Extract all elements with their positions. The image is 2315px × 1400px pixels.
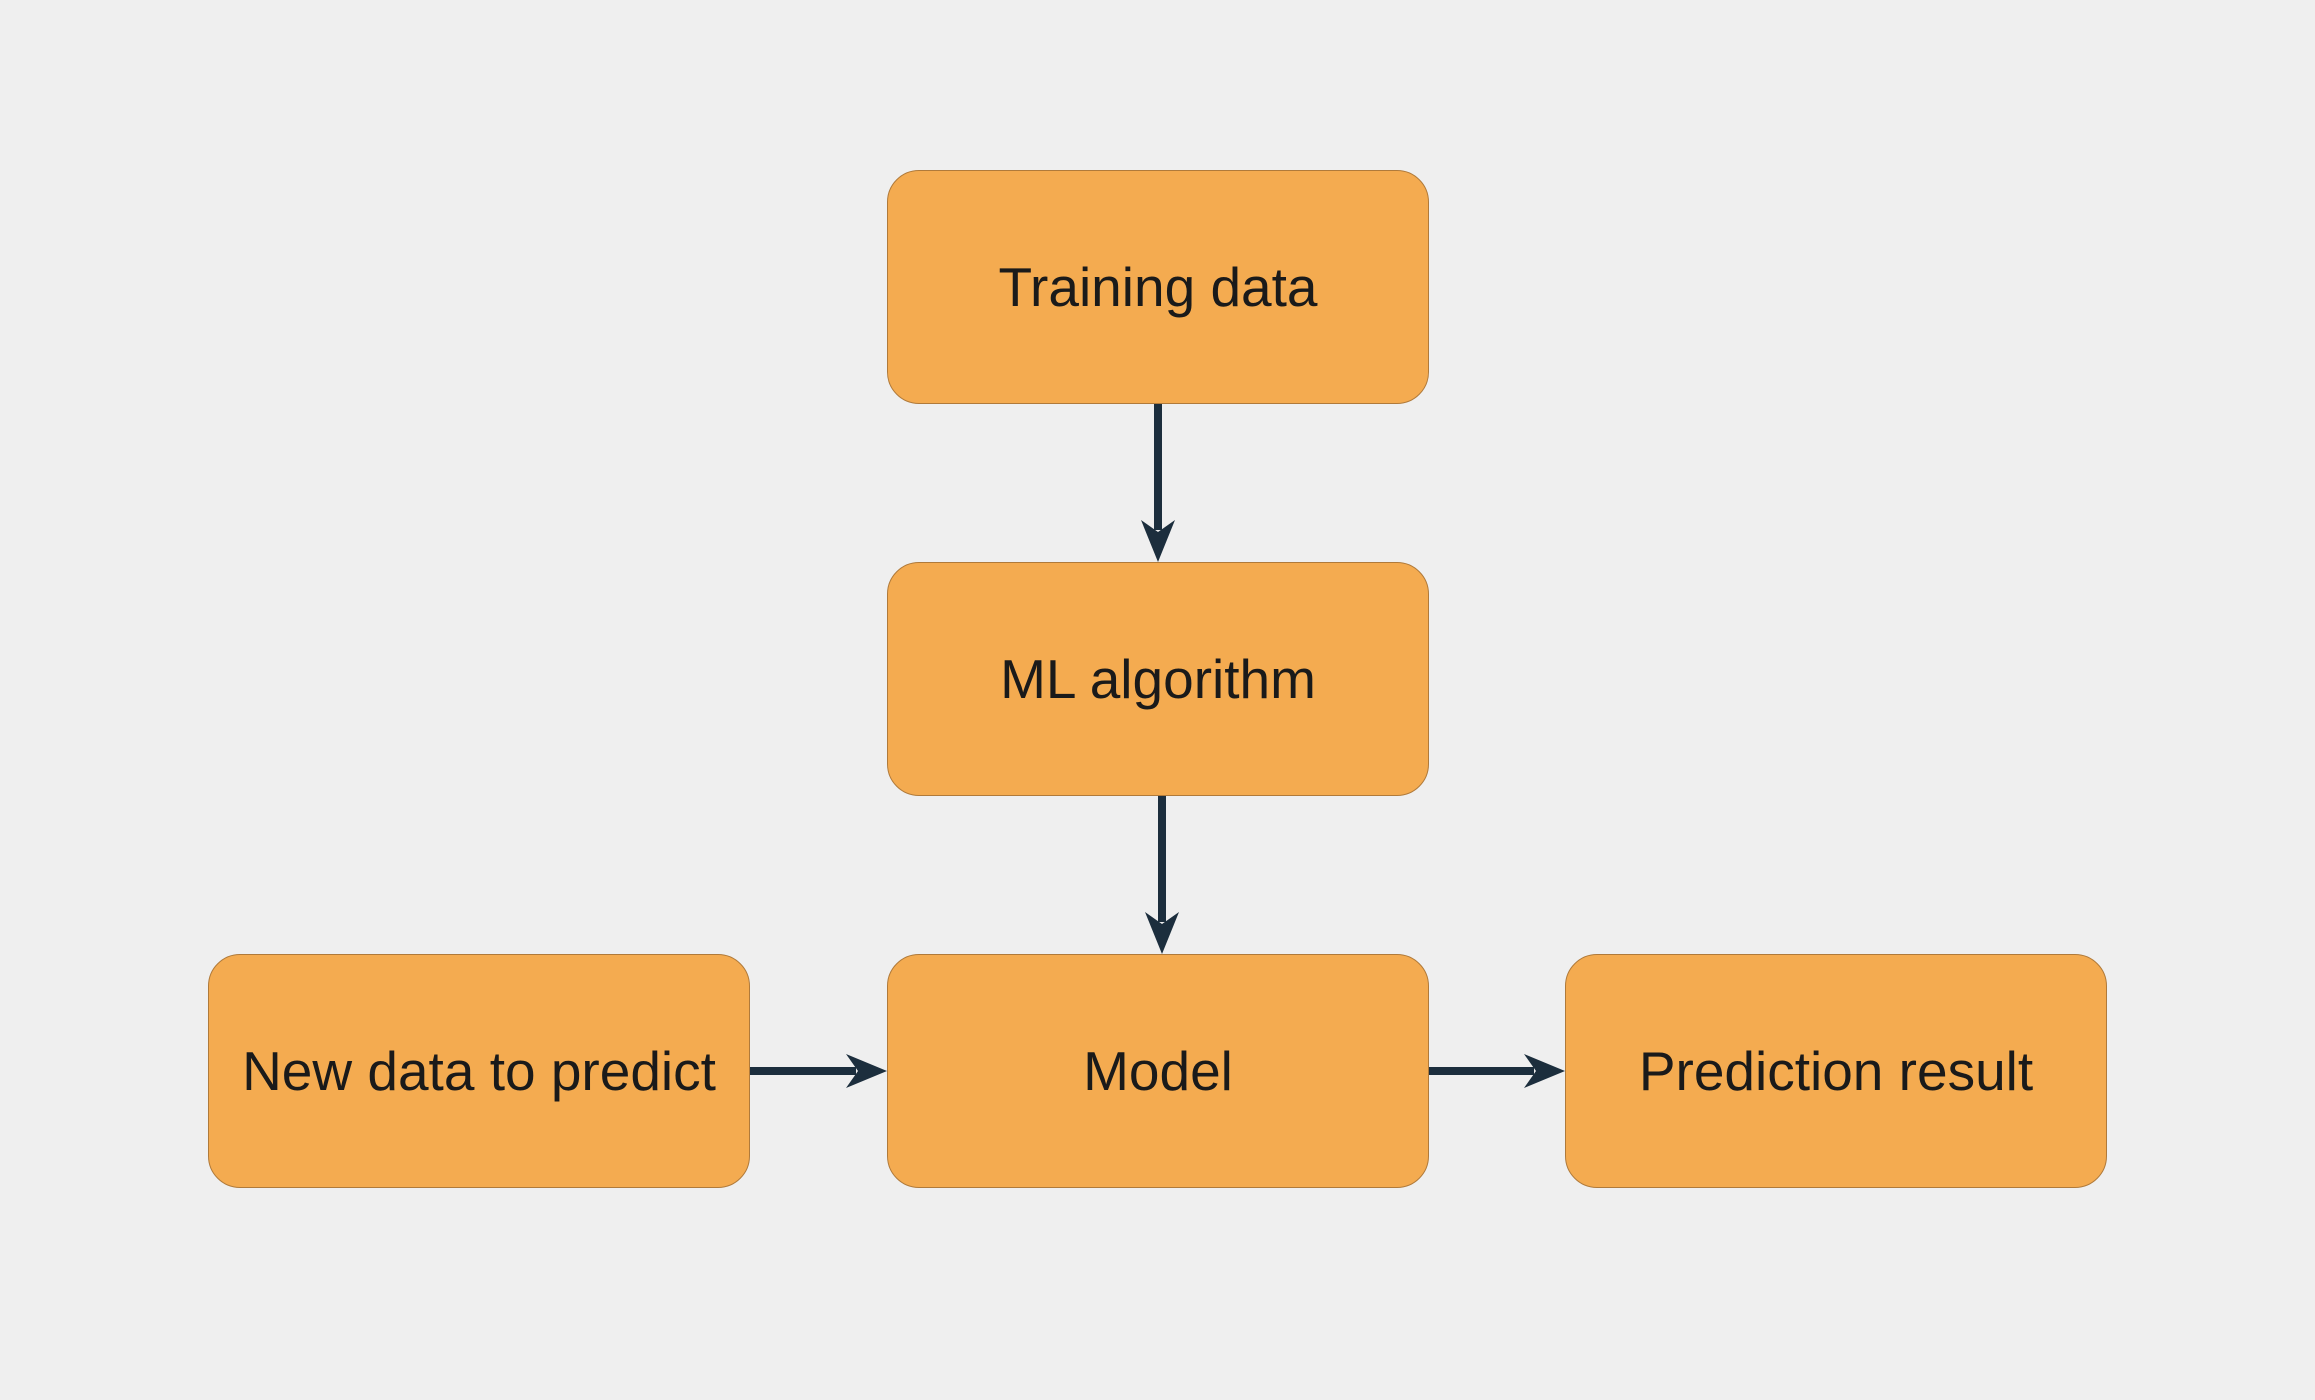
edge-model-to-result: [1429, 1054, 1565, 1088]
node-training-data: Training data: [887, 170, 1429, 404]
node-label: Training data: [998, 255, 1318, 318]
edge-training-to-ml: [1141, 404, 1175, 562]
edge-ml-to-model: [1145, 796, 1179, 954]
node-ml-algorithm: ML algorithm: [887, 562, 1429, 796]
node-model: Model: [887, 954, 1429, 1188]
node-label: ML algorithm: [1000, 647, 1316, 710]
edge-newdata-to-model: [750, 1054, 887, 1088]
node-new-data-to-predict: New data to predict: [208, 954, 750, 1188]
node-label: Model: [1083, 1039, 1233, 1102]
node-label: Prediction result: [1638, 1039, 2034, 1102]
node-label: New data to predict: [242, 1039, 716, 1102]
node-prediction-result: Prediction result: [1565, 954, 2107, 1188]
